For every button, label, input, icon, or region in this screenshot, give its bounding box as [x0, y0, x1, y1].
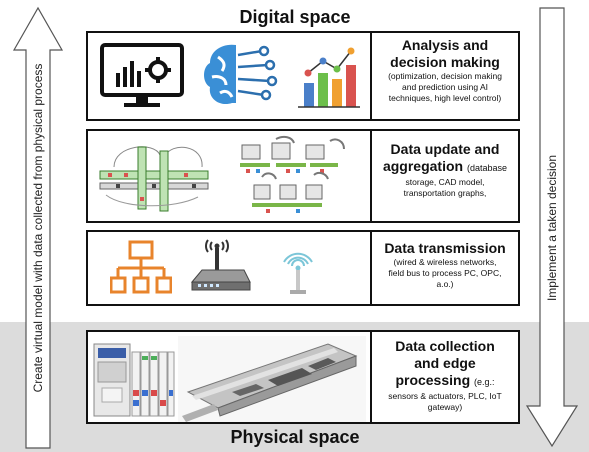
- layer-title: Analysis and: [401, 37, 489, 53]
- layer-collection-text: Data collection and edge processing (e.g…: [372, 338, 518, 413]
- layer-title-part: processing: [395, 372, 471, 388]
- bar-chart-icon: [298, 47, 360, 108]
- layer-divider: [370, 131, 372, 221]
- monitor-analytics-icon: [100, 43, 184, 107]
- layer-desc: (optimization, decision making: [388, 71, 502, 81]
- layer-divider: [370, 232, 372, 304]
- linear-conveyor-icon: [178, 336, 366, 422]
- layer-desc: gateway): [427, 402, 463, 412]
- layer-title: and edge: [414, 355, 476, 371]
- physical-space-title: Physical space: [230, 427, 360, 447]
- network-hierarchy-icon: [110, 240, 172, 294]
- cad-model-icon: [240, 135, 345, 213]
- layer-desc: a.o.): [436, 279, 454, 289]
- layer-divider: [370, 332, 372, 422]
- ai-brain-icon: [204, 44, 278, 105]
- layer-collection: Data collection and edge processing (e.g…: [86, 330, 520, 424]
- layer-desc: techniques, high level control): [388, 93, 502, 103]
- wireless-antenna-icon: [283, 252, 313, 294]
- layer-aggregation-text: Data update and aggregation (database st…: [372, 141, 518, 199]
- layer-desc: field bus to process PC, OPC,: [388, 268, 502, 278]
- layer-divider: [370, 33, 372, 119]
- layer-analysis-text: Analysis and decision making (optimizati…: [372, 37, 518, 104]
- down-arrow-icon: [525, 7, 579, 448]
- layer-desc: and prediction using AI: [401, 82, 488, 92]
- layer-desc-inline: (e.g.:: [474, 377, 495, 387]
- layer-desc: transportation graphs,: [403, 188, 487, 198]
- layer-desc: storage, CAD model,: [405, 177, 485, 187]
- layer-title: Data update and: [390, 141, 500, 157]
- layer-desc: (wired & wireless networks,: [393, 257, 497, 267]
- left-arrow-label: Create virtual model with data collected…: [31, 63, 45, 393]
- layer-title: aggregation (database: [372, 158, 518, 177]
- plc-rack-icon: [93, 343, 175, 417]
- layer-title-part: aggregation: [382, 158, 464, 174]
- layer-desc: sensors & actuators, PLC, IoT: [388, 391, 502, 401]
- layer-title: processing (e.g.:: [372, 372, 518, 391]
- layer-analysis: Analysis and decision making (optimizati…: [86, 31, 520, 121]
- layer-transmission-text: Data transmission (wired & wireless netw…: [372, 240, 518, 290]
- right-arrow-label: Implement a taken decision: [545, 154, 559, 302]
- layer-transmission: Data transmission (wired & wireless netw…: [86, 230, 520, 306]
- layer-title: Data transmission: [384, 240, 506, 256]
- up-arrow-icon: [12, 6, 64, 449]
- wireless-router-icon: [190, 239, 251, 291]
- layer-aggregation: Data update and aggregation (database st…: [86, 129, 520, 223]
- digital-space-title: Digital space: [239, 7, 351, 27]
- conveyor-layout-icon: [99, 146, 209, 212]
- layer-title: decision making: [390, 54, 500, 70]
- layer-title: Data collection: [395, 338, 495, 354]
- layer-desc-inline: (database: [466, 163, 508, 173]
